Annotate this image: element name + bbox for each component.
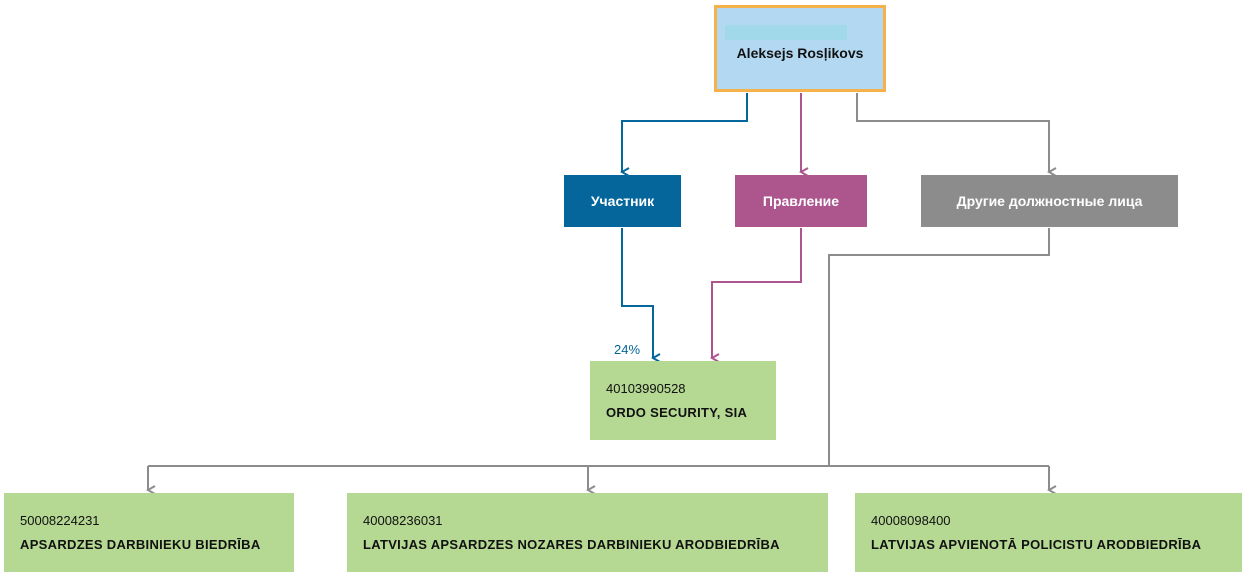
role-board-node[interactable]: Правление	[735, 175, 867, 227]
company-name: LATVIJAS APVIENOTĀ POLICISTU ARODBIEDRĪB…	[871, 537, 1202, 552]
ownership-percent: 24%	[614, 342, 641, 357]
company-reg-number: 40008098400	[871, 513, 951, 528]
person-node[interactable]: Aleksejs Rosļikovs	[714, 5, 886, 92]
line-person-to-member	[622, 93, 748, 172]
company-reg-number: 40103990528	[606, 381, 686, 396]
company-reg-number: 40008236031	[363, 513, 443, 528]
role-other-node[interactable]: Другие должностные лица	[921, 175, 1178, 227]
role-member-node[interactable]: Участник	[564, 175, 681, 227]
company-name: LATVIJAS APSARDZES NOZARES DARBINIEKU AR…	[363, 537, 780, 552]
company-node-2[interactable]: 40008236031 LATVIJAS APSARDZES NOZARES D…	[347, 493, 828, 572]
company-node-ordo[interactable]: 40103990528 ORDO SECURITY, SIA	[590, 361, 776, 440]
company-reg-number: 50008224231	[20, 513, 100, 528]
line-other-trunk	[828, 228, 1050, 466]
company-node-3[interactable]: 40008098400 LATVIJAS APVIENOTĀ POLICISTU…	[855, 493, 1242, 572]
company-name: ORDO SECURITY, SIA	[606, 405, 748, 420]
redacted-bar	[725, 25, 847, 40]
company-name: APSARDZES DARBINIEKU BIEDRĪBA	[20, 537, 261, 552]
person-name: Aleksejs Rosļikovs	[736, 44, 864, 61]
line-member-to-ordo	[621, 228, 653, 358]
line-board-to-ordo	[712, 228, 802, 358]
company-node-1[interactable]: 50008224231 APSARDZES DARBINIEKU BIEDRĪB…	[4, 493, 294, 572]
line-person-to-other	[856, 93, 1049, 172]
